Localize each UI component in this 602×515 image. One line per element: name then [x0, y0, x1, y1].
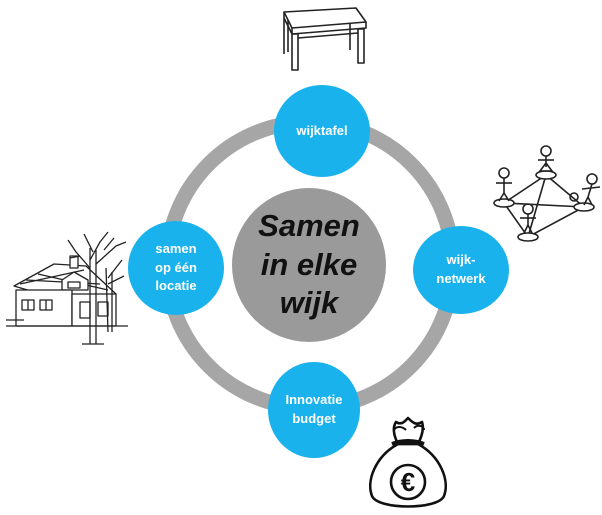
center-circle: Samen in elke wijk — [232, 188, 386, 342]
money-bag-icon — [369, 416, 447, 508]
house-with-trees-sketch-icon — [6, 231, 128, 345]
center-title: Samen in elke wijk — [258, 207, 360, 321]
table-sketch-icon — [283, 7, 367, 71]
people-network-sketch-icon — [493, 145, 601, 242]
node-innovatie-budget: Innovatie budget — [268, 362, 360, 458]
node-wijknetwerk: wijk- netwerk — [413, 226, 509, 314]
euro-symbol: € — [400, 466, 416, 497]
node-samen-op-een-locatie: samen op één locatie — [128, 221, 224, 315]
money-bag-sketch: € — [362, 414, 454, 514]
node-wijktafel: wijktafel — [274, 85, 370, 177]
